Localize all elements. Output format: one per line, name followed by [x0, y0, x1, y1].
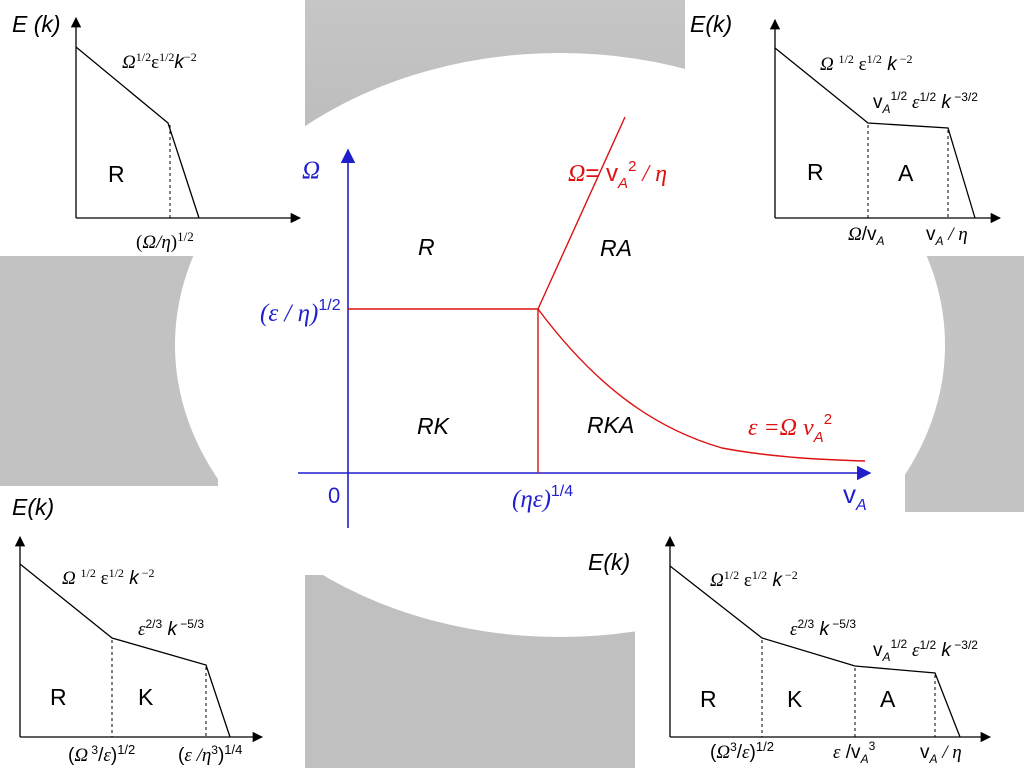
- panel-br-slope2: ε2/3 k −5/3: [790, 617, 856, 640]
- panel-tl-slope1: Ω1/2ε1/2k−2: [122, 50, 197, 73]
- region-ra: RA: [600, 235, 632, 261]
- x-axis-label: vA: [843, 479, 867, 514]
- panel-tr-region-a: A: [898, 160, 914, 186]
- region-r: R: [418, 234, 435, 260]
- panel-tr-region-r: R: [807, 159, 824, 185]
- panel-bl-spectrum: [19, 563, 231, 738]
- panel-tl-ylabel: E (k): [12, 11, 61, 37]
- panel-tr-xtick-2: vA / η: [926, 224, 968, 248]
- panel-br-region-r: R: [700, 686, 717, 712]
- bg-white-ellipse: [175, 53, 945, 637]
- phase-diagram: Ω vA 0 (ε / η)1/2 (ηε)1/4 R RA RK RKA Ω=…: [260, 116, 872, 528]
- lower-curve-label: ε =Ω vA2: [748, 411, 832, 446]
- region-rka: RKA: [587, 412, 634, 438]
- panel-tl-spectrum: [75, 46, 200, 219]
- boundary-lower-curve: [537, 308, 866, 462]
- panel-bl-ylabel: E(k): [12, 494, 54, 520]
- panel-bl-slope2: ε2/3 k −5/3: [138, 617, 204, 640]
- upper-curve-label: Ω= vA2 / η: [568, 158, 667, 192]
- panel-br-xtick-1: (Ω3/ε)1/2: [710, 739, 774, 763]
- origin-label: 0: [328, 483, 340, 508]
- panel-bl-slope1: Ω 1/2 ε1/2 k −2: [62, 566, 154, 589]
- panel-tr-slope1: Ω 1/2 ε1/2 k −2: [820, 52, 912, 75]
- panel-tl-xtick: (Ω/η)1/2: [136, 229, 194, 253]
- panel-bl-xtick-2: (ε /η3)1/4: [178, 742, 242, 766]
- y-tick-label: (ε / η)1/2: [260, 297, 341, 327]
- panel-br-slope3: vA1/2 ε1/2 k −3/2: [873, 637, 978, 664]
- panel-tr-ylabel: E(k): [690, 11, 732, 37]
- x-tick-label: (ηε)1/4: [512, 483, 573, 513]
- panel-tr-slope2: vA1/2 ε1/2 k −3/2: [873, 89, 978, 116]
- panel-br-xtick-3: vA / η: [920, 742, 962, 766]
- panel-br-region-k: K: [787, 686, 803, 712]
- panel-bottom-left: E(k) Ω 1/2 ε1/2 k −2 ε2/3 k −5/3 R K (Ω …: [12, 494, 264, 766]
- panel-top-left: E (k) Ω1/2ε1/2k−2 R (Ω/η)1/2: [12, 11, 302, 253]
- panel-br-spectrum: [669, 565, 961, 738]
- panel-bl-region-k: K: [138, 684, 154, 710]
- panel-bl-region-r: R: [50, 684, 67, 710]
- panel-tl-region-r: R: [108, 161, 125, 187]
- panel-br-ylabel: E(k): [588, 549, 630, 575]
- panel-tr-xtick-1: Ω/vA: [848, 224, 885, 248]
- y-axis-label: Ω: [302, 157, 320, 184]
- boundary-upper-curve: [537, 116, 626, 310]
- panel-tr-spectrum: [774, 47, 976, 219]
- region-rk: RK: [417, 413, 451, 439]
- panel-bl-xtick-1: (Ω 3/ε)1/2: [68, 742, 135, 766]
- panel-br-xtick-2: ε /vA3: [833, 739, 876, 766]
- panel-br-region-a: A: [880, 686, 896, 712]
